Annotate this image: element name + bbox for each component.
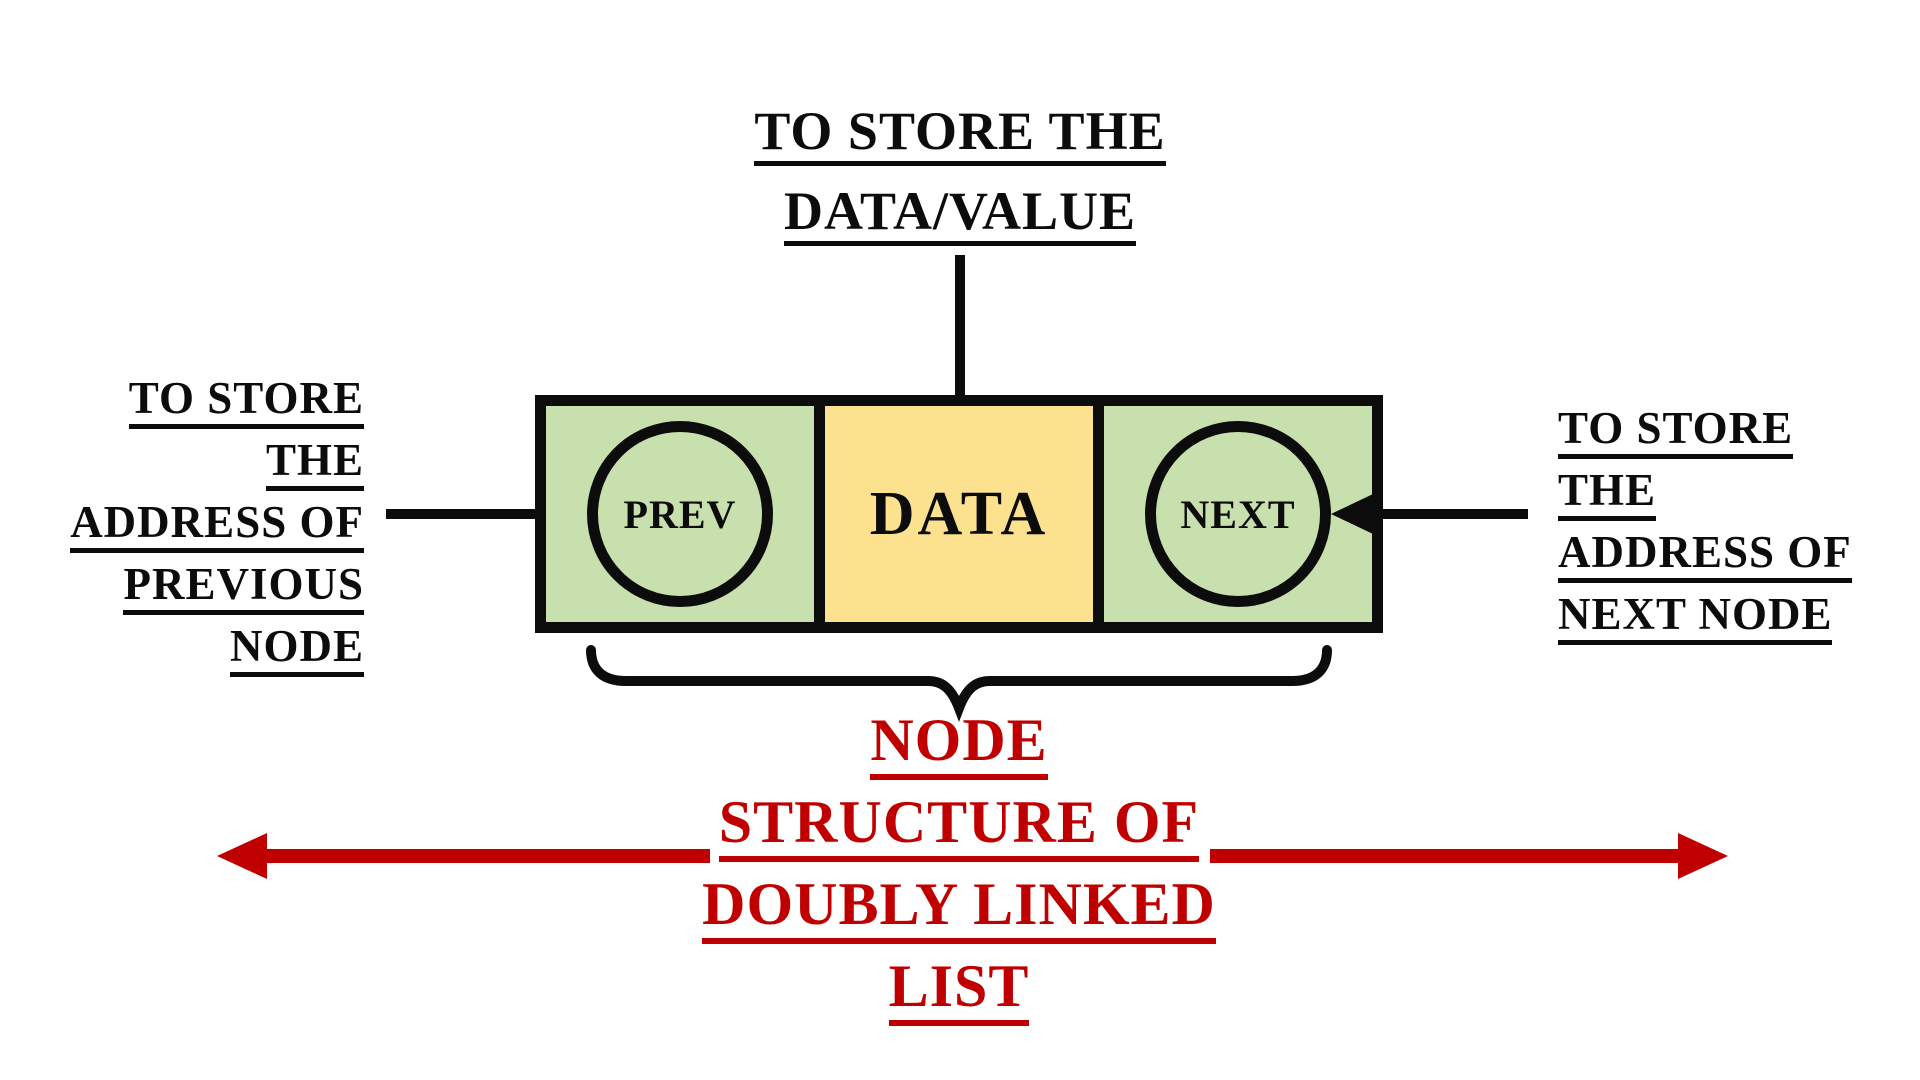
title-line: NODE — [535, 706, 1383, 780]
annotation-line: THE — [50, 434, 364, 491]
title-text: NODE — [870, 710, 1048, 780]
title-text: LIST — [888, 956, 1030, 1026]
data-cell: DATA — [814, 406, 1093, 622]
node-box: PREV DATA NEXT — [535, 395, 1383, 633]
next-label: NEXT — [1180, 491, 1296, 537]
title-line: LIST — [535, 952, 1383, 1026]
annotation-line: NODE — [50, 620, 364, 677]
title-line: STRUCTURE OF — [535, 788, 1383, 862]
next-cell: NEXT — [1093, 406, 1372, 622]
prev-address-annotation: TO STORE THE ADDRESS OF PREVIOUS NODE — [50, 372, 364, 682]
prev-label: PREV — [623, 491, 737, 537]
annotation-text: PREVIOUS — [123, 562, 364, 615]
annotation-text: ADDRESS OF — [1558, 530, 1852, 583]
annotation-line: TO STORE — [1558, 402, 1888, 459]
data-label: DATA — [869, 479, 1049, 548]
next-address-annotation: TO STORE THE ADDRESS OF NEXT NODE — [1558, 402, 1888, 650]
prev-cell: PREV — [546, 406, 814, 622]
annotation-text: DATA/VALUE — [783, 184, 1137, 246]
annotation-text: TO STORE — [1558, 406, 1794, 459]
red-right-arrow-icon — [1210, 833, 1728, 879]
top-annotation: TO STORE THE DATA/VALUE — [610, 100, 1310, 260]
annotation-line: TO STORE — [50, 372, 364, 429]
red-left-arrow-icon — [217, 833, 710, 879]
annotation-text: TO STORE THE — [754, 104, 1166, 166]
title-text: STRUCTURE OF — [718, 792, 1200, 862]
next-pointer-circle: NEXT — [1145, 421, 1331, 607]
annotation-line: ADDRESS OF — [1558, 526, 1888, 583]
annotation-line: NEXT NODE — [1558, 588, 1888, 645]
annotation-line: TO STORE THE — [610, 100, 1310, 166]
title-text: DOUBLY LINKED — [702, 874, 1216, 944]
annotation-text: TO STORE — [128, 376, 364, 429]
annotation-line: ADDRESS OF — [50, 496, 364, 553]
annotation-text: ADDRESS OF — [70, 500, 364, 553]
annotation-text: NODE — [229, 624, 364, 677]
annotation-line: THE — [1558, 464, 1888, 521]
curly-brace-icon — [586, 645, 1332, 723]
annotation-text: THE — [1558, 468, 1657, 521]
left-arrow-icon — [1331, 494, 1528, 534]
annotation-text: THE — [265, 438, 364, 491]
annotation-line: PREVIOUS — [50, 558, 364, 615]
diagram-title: NODE STRUCTURE OF DOUBLY LINKED LIST — [535, 706, 1383, 1034]
title-line: DOUBLY LINKED — [535, 870, 1383, 944]
annotation-text: NEXT NODE — [1558, 592, 1833, 645]
prev-pointer-circle: PREV — [587, 421, 773, 607]
annotation-line: DATA/VALUE — [610, 180, 1310, 246]
